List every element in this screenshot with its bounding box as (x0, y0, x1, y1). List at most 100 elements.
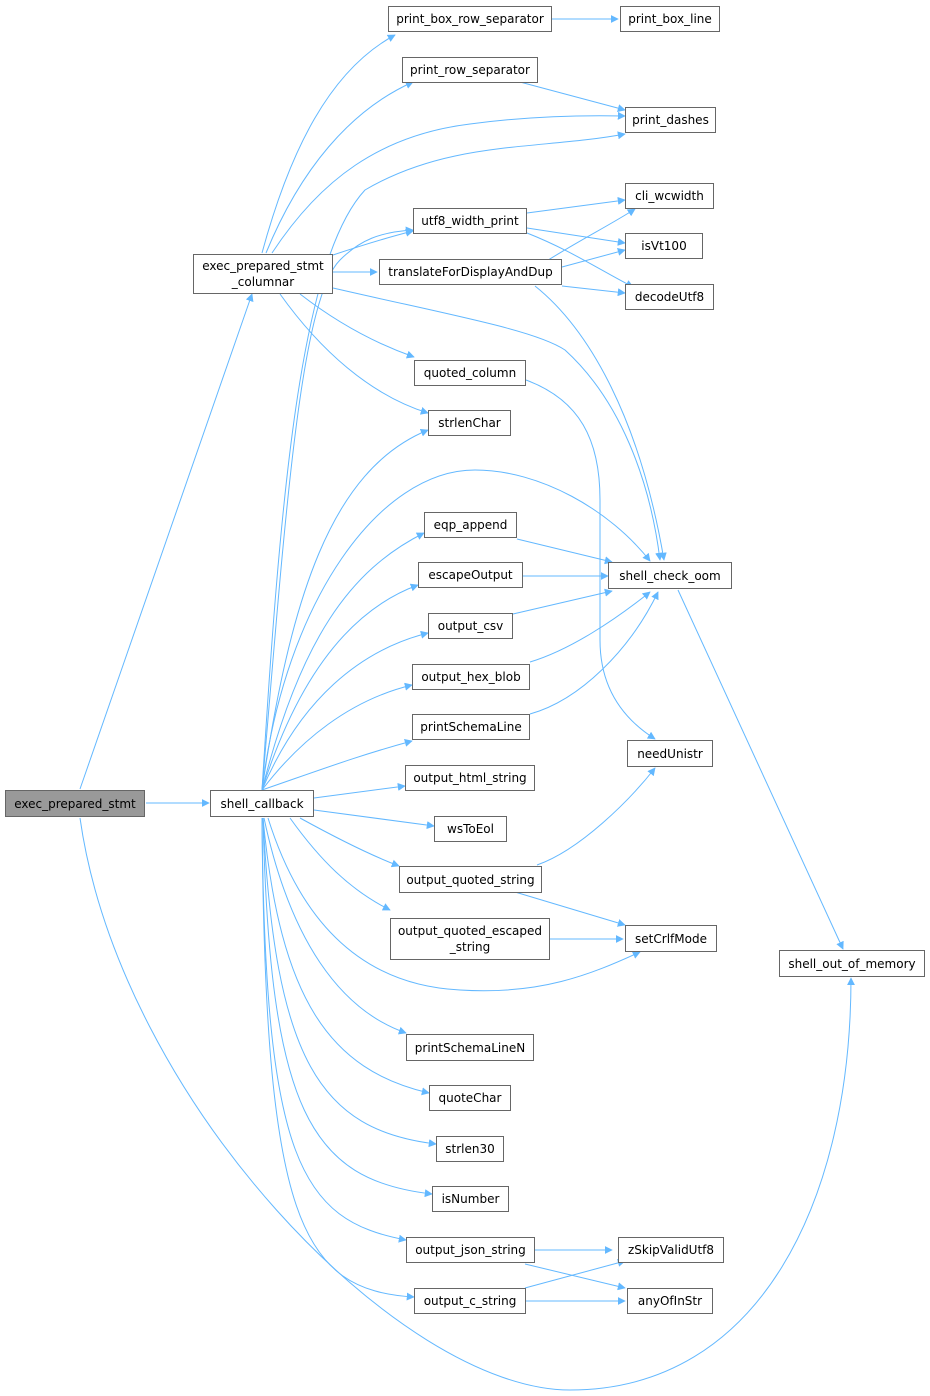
edge-translate-to-decodeutf8 (561, 285, 626, 297)
node-exec-prepared-stmt-columnar[interactable]: exec_prepared_stmt _columnar (193, 254, 333, 294)
node-print-row-separator[interactable]: print_row_separator (402, 57, 538, 83)
node-zskipvalidutf8[interactable]: zSkipValidUtf8 (618, 1237, 724, 1263)
edge-columnar-to-quoted-column (299, 293, 415, 359)
edge-shell-callback-to-eqp-append (261, 532, 425, 791)
node-label: zSkipValidUtf8 (627, 1243, 715, 1257)
edge-shell-callback-to-setcrlfmode (267, 817, 641, 992)
node-label: print_box_row_separator (396, 12, 544, 26)
edge-shell-callback-to-strlen30 (262, 817, 437, 1148)
edge-shell-callback-to-output-csv (261, 630, 429, 791)
node-output-hex-blob[interactable]: output_hex_blob (412, 664, 530, 690)
edge-utf8-to-isvt100 (526, 227, 626, 246)
node-label: strlenChar (438, 416, 501, 430)
edge-quoted-string-to-needunistr (536, 767, 656, 866)
node-wstoeol[interactable]: wsToEol (434, 816, 507, 842)
node-print-box-row-separator[interactable]: print_box_row_separator (388, 6, 552, 32)
node-label: printSchemaLine (420, 720, 522, 734)
node-label: escapeOutput (428, 568, 513, 582)
node-output-quoted-string[interactable]: output_quoted_string (399, 866, 542, 893)
edge-quoted-column-to-needunistr (525, 379, 656, 740)
node-quotechar[interactable]: quoteChar (429, 1085, 511, 1111)
node-utf8-width-print[interactable]: utf8_width_print (413, 208, 527, 234)
node-label: strlen30 (445, 1142, 495, 1156)
node-output-csv[interactable]: output_csv (428, 613, 513, 639)
node-output-c-string[interactable]: output_c_string (414, 1288, 526, 1314)
edge-c-string-to-zskipvalidutf8 (524, 1259, 626, 1289)
node-strlen30[interactable]: strlen30 (436, 1136, 504, 1162)
node-shell-check-oom[interactable]: shell_check_oom (608, 562, 732, 589)
node-label: eqp_append (433, 518, 508, 532)
node-cli-wcwidth[interactable]: cli_wcwidth (625, 183, 714, 209)
edge-shell-callback-to-c-string (261, 817, 415, 1301)
node-label: needUnistr (637, 746, 703, 761)
node-anyofinstr[interactable]: anyOfInStr (627, 1288, 713, 1314)
edge-shell-callback-to-quoted-escaped-string (289, 817, 391, 911)
node-shell-out-of-memory[interactable]: shell_out_of_memory (779, 950, 925, 977)
node-label: quoted_column (423, 366, 517, 380)
edge-shell-callback-to-quotechar (262, 817, 430, 1096)
node-eqp-append[interactable]: eqp_append (424, 512, 517, 538)
node-print-dashes[interactable]: print_dashes (625, 107, 716, 133)
edge-shell-callback-to-html-string (313, 782, 406, 799)
edge-shell-check-oom-to-shell-out-of-memory (677, 589, 844, 950)
node-label: output_c_string (423, 1294, 517, 1308)
edge-output-csv-to-shell-check-oom (512, 588, 613, 615)
node-printschemalinen[interactable]: printSchemaLineN (406, 1034, 534, 1061)
node-label: exec_prepared_stmt (14, 796, 136, 811)
node-label: wsToEol (447, 822, 494, 836)
edge-print-row-separator-to-print-dashes (519, 81, 626, 113)
node-label: print_box_line (628, 12, 712, 26)
node-label: output_quoted_string (406, 872, 535, 887)
node-label: print_row_separator (410, 63, 530, 77)
node-shell-callback[interactable]: shell_callback (210, 790, 314, 817)
node-label: output_json_string (415, 1243, 526, 1257)
node-needunistr[interactable]: needUnistr (627, 740, 713, 767)
edge-printschemaline-to-shell-check-oom (529, 591, 659, 715)
edge-shell-callback-to-json-string (261, 817, 407, 1243)
edge-shell-callback-to-printschemalinen (263, 817, 407, 1035)
node-strlenchar[interactable]: strlenChar (428, 410, 511, 436)
node-label: cli_wcwidth (635, 189, 704, 203)
node-label: quoteChar (438, 1091, 502, 1105)
edge-shell-callback-to-utf8-width-print (261, 226, 414, 791)
edge-translate-to-shell-check-oom (534, 285, 667, 561)
edge-shell-callback-to-strlenchar (261, 429, 429, 791)
edge-root-to-columnar (79, 293, 254, 790)
node-printschemaline[interactable]: printSchemaLine (412, 714, 530, 740)
node-isnumber[interactable]: isNumber (432, 1186, 509, 1212)
node-translate-for-display-and-dup[interactable]: translateForDisplayAndDup (379, 259, 562, 285)
node-label: output_csv (437, 619, 504, 633)
node-isvt100[interactable]: isVt100 (625, 233, 703, 259)
node-label: anyOfInStr (637, 1294, 703, 1308)
node-label: shell_callback (220, 796, 304, 811)
edge-shell-callback-to-wstoeol (313, 809, 435, 830)
edge-hex-blob-to-shell-check-oom (529, 591, 651, 663)
node-label: output_html_string (413, 771, 527, 785)
edge-eqp-append-to-shell-check-oom (516, 538, 613, 565)
edge-shell-callback-to-print-dashes (261, 131, 626, 791)
node-label: isNumber (441, 1192, 500, 1206)
node-label: setCrlfMode (635, 931, 707, 946)
edge-translate-to-isvt100 (561, 248, 626, 268)
node-output-json-string[interactable]: output_json_string (406, 1237, 535, 1263)
node-output-quoted-escaped-string[interactable]: output_quoted_escaped _string (390, 918, 550, 960)
node-quoted-column[interactable]: quoted_column (414, 360, 526, 386)
edge-utf8-to-cli-wcwidth (526, 196, 626, 214)
edge-json-string-to-anyofinstr (524, 1263, 626, 1291)
edge-shell-callback-to-isnumber (262, 817, 433, 1198)
node-label: decodeUtf8 (634, 290, 705, 304)
edge-columnar-to-print-dashes (271, 111, 626, 254)
node-output-html-string[interactable]: output_html_string (405, 765, 535, 791)
node-escape-output[interactable]: escapeOutput (418, 562, 523, 588)
node-print-box-line[interactable]: print_box_line (620, 6, 720, 32)
node-decodeutf8[interactable]: decodeUtf8 (625, 284, 714, 310)
edge-shell-callback-to-hex-blob (261, 682, 413, 791)
node-setcrlfmode[interactable]: setCrlfMode (625, 925, 717, 952)
node-label: utf8_width_print (421, 214, 519, 228)
node-label: shell_out_of_memory (788, 956, 916, 971)
node-exec-prepared-stmt[interactable]: exec_prepared_stmt (5, 790, 145, 817)
node-label: output_quoted_escaped _string (397, 924, 543, 954)
edge-shell-callback-to-printschemaline (261, 739, 413, 791)
